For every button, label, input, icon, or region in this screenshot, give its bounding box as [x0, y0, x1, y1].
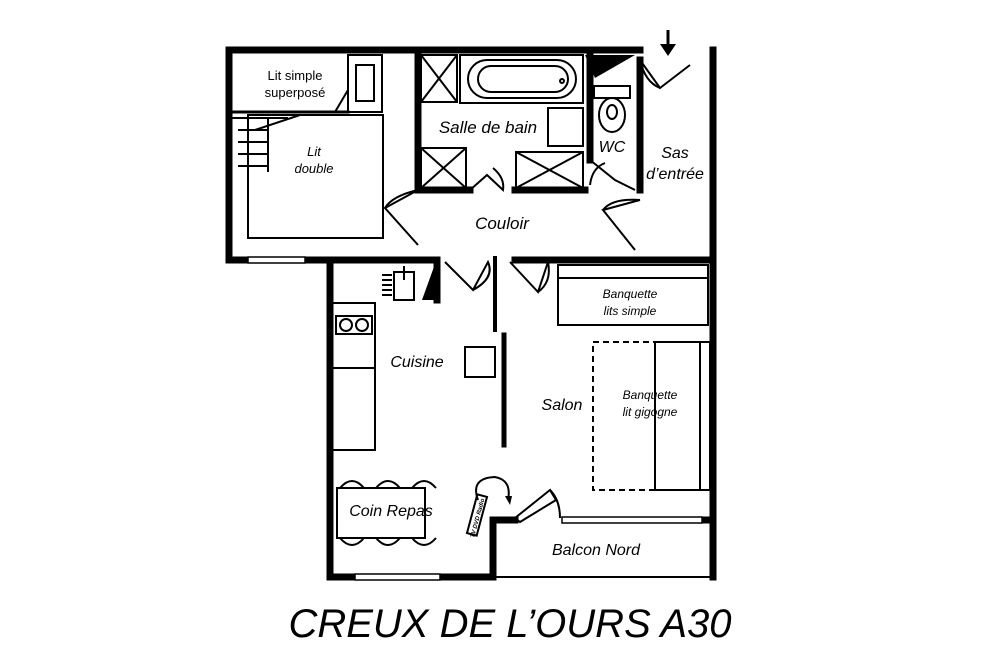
- window: [561, 516, 703, 524]
- plan-title: CREUX DE L’OURS A30: [288, 602, 731, 646]
- label-banquette-gigogne-2: lit gigogne: [623, 405, 678, 419]
- label-couloir: Couloir: [475, 214, 530, 233]
- label-lit-double-2: double: [294, 161, 333, 176]
- salon-furniture: [557, 264, 711, 491]
- label-sas-2: d’entrée: [646, 166, 704, 183]
- label-lit-simple: Lit simple: [268, 68, 323, 83]
- label-banquette-simple-2: lits simple: [604, 304, 657, 318]
- bedroom-furniture: [232, 54, 384, 239]
- label-wc: WC: [599, 139, 626, 156]
- label-sas-1: Sas: [661, 145, 689, 162]
- label-superpose: superposé: [265, 85, 326, 100]
- label-balcon-nord: Balcon Nord: [552, 542, 641, 559]
- label-banquette-gigogne-1: Banquette: [623, 388, 678, 402]
- window: [247, 256, 306, 264]
- label-salon: Salon: [542, 397, 583, 414]
- kitchen-fixtures: [333, 264, 496, 546]
- tv-unit: [465, 475, 512, 537]
- window: [354, 573, 441, 581]
- label-salle-de-bain: Salle de bain: [439, 118, 537, 137]
- label-banquette-simple-1: Banquette: [603, 287, 658, 301]
- doors: [383, 59, 691, 524]
- bathroom-fixtures: [420, 54, 635, 189]
- label-cuisine: Cuisine: [390, 354, 443, 371]
- label-coin-repas: Coin Repas: [349, 503, 433, 520]
- walls: [225, 46, 717, 581]
- label-lit-double-1: Lit: [307, 144, 322, 159]
- entrance-arrow-icon: [660, 30, 676, 56]
